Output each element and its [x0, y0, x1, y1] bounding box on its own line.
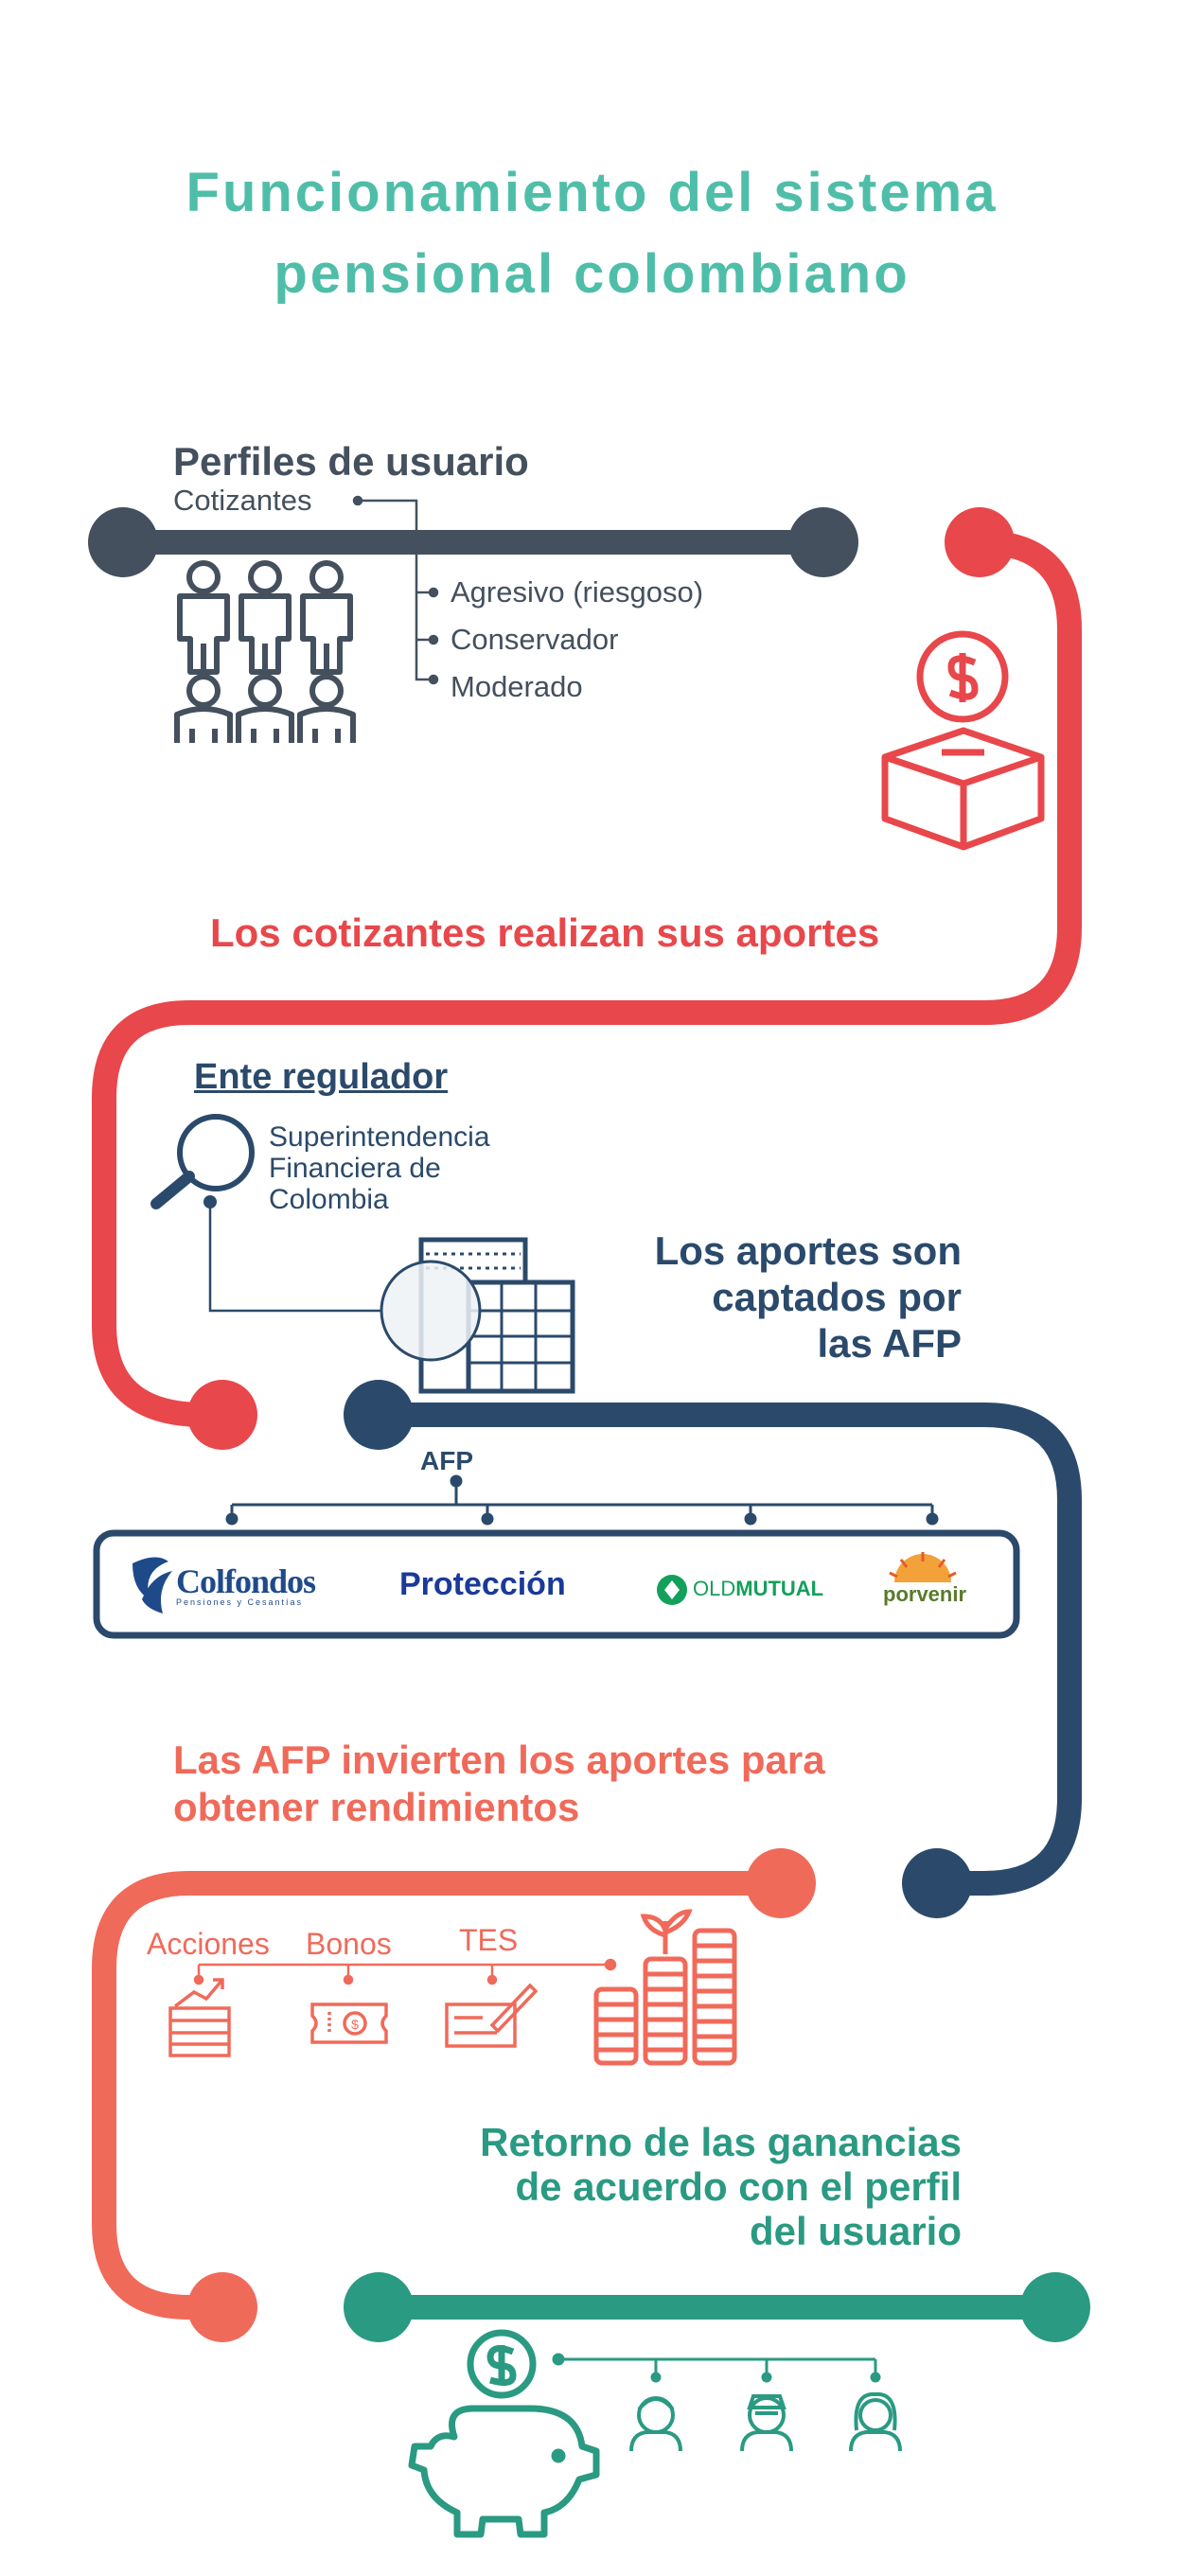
colfondos-logo: Colfondos Pensiones y Cesantías: [176, 1561, 316, 1607]
oldmutual-wordmark-a: OLD: [693, 1577, 736, 1600]
instrument-label: TES: [459, 1923, 519, 1957]
return-line2: de acuerdo con el perfil: [515, 2164, 962, 2209]
contributions-heading: Los cotizantes realizan sus aportes: [210, 910, 880, 955]
regulator-heading: Ente regulador: [194, 1057, 449, 1097]
colfondos-tagline: Pensiones y Cesantías: [176, 1597, 304, 1607]
profile-item: Moderado: [451, 670, 583, 703]
profile-item: Agresivo (riesgoso): [451, 575, 704, 609]
svg-text:$: $: [351, 2017, 359, 2032]
invest-heading-line2: obtener rendimientos: [173, 1785, 580, 1829]
deposit-box-icon: [881, 630, 1045, 851]
instrument-label: Acciones: [147, 1927, 270, 1961]
afp-label: AFP: [420, 1446, 473, 1475]
oldmutual-logo-mark: [657, 1575, 687, 1605]
page-title-line2: pensional colombiano: [274, 243, 910, 305]
building-icon: [380, 1237, 575, 1394]
oldmutual-logo: OLDMUTUAL: [693, 1577, 823, 1601]
page-title-line1: Funcionamiento del sistema: [186, 162, 998, 223]
return-bracket: [552, 2353, 881, 2383]
users-group-icon: [174, 560, 356, 743]
contribution-path: [92, 507, 1082, 1450]
user-avatar-icons: [629, 2391, 902, 2452]
regulator-entity-line1: Superintendencia: [269, 1121, 490, 1153]
profile-bracket: [352, 495, 439, 685]
capture-line1: Los aportes son: [654, 1228, 962, 1273]
return-line3: del usuario: [749, 2209, 962, 2253]
afp-path: [344, 1380, 1082, 1918]
instrument-label: Bonos: [306, 1927, 392, 1961]
capture-line2: captados por: [712, 1275, 962, 1319]
regulator-entity-line2: Financiera de: [269, 1153, 441, 1184]
invest-heading-line1: Las AFP invierten los aportes para: [173, 1738, 825, 1782]
colfondos-logo-mark: [133, 1557, 172, 1614]
piggy-bank-icon: [408, 2329, 600, 2538]
regulator-icon: [150, 1114, 381, 1313]
bonds-icon: $: [310, 2003, 388, 2044]
proteccion-logo: Protección: [399, 1566, 566, 1602]
porvenir-logo: porvenir: [883, 1582, 967, 1606]
instruments-bracket: [193, 1958, 617, 1985]
colfondos-wordmark: Colfondos: [176, 1562, 316, 1600]
afp-logos-frame: [93, 1529, 1020, 1639]
porvenir-logo-mark: [889, 1552, 957, 1582]
return-line1: Retorno de las ganancias: [480, 2120, 962, 2164]
cheque-icon: [445, 1983, 539, 2048]
stocks-icon: [168, 1978, 231, 2057]
profiles-subheading: Cotizantes: [173, 484, 312, 517]
profile-item: Conservador: [451, 623, 619, 656]
profiles-heading: Perfiles de usuario: [173, 439, 529, 484]
afp-bracket: [225, 1474, 939, 1526]
oldmutual-wordmark-b: MUTUAL: [735, 1577, 824, 1600]
profile-bar: [88, 507, 858, 577]
coins-growth-icon: [593, 1909, 737, 2066]
investment-path: [92, 1848, 816, 2342]
return-bar: [344, 2272, 1090, 2342]
capture-line3: las AFP: [817, 1321, 963, 1366]
regulator-entity-line3: Colombia: [269, 1184, 389, 1215]
